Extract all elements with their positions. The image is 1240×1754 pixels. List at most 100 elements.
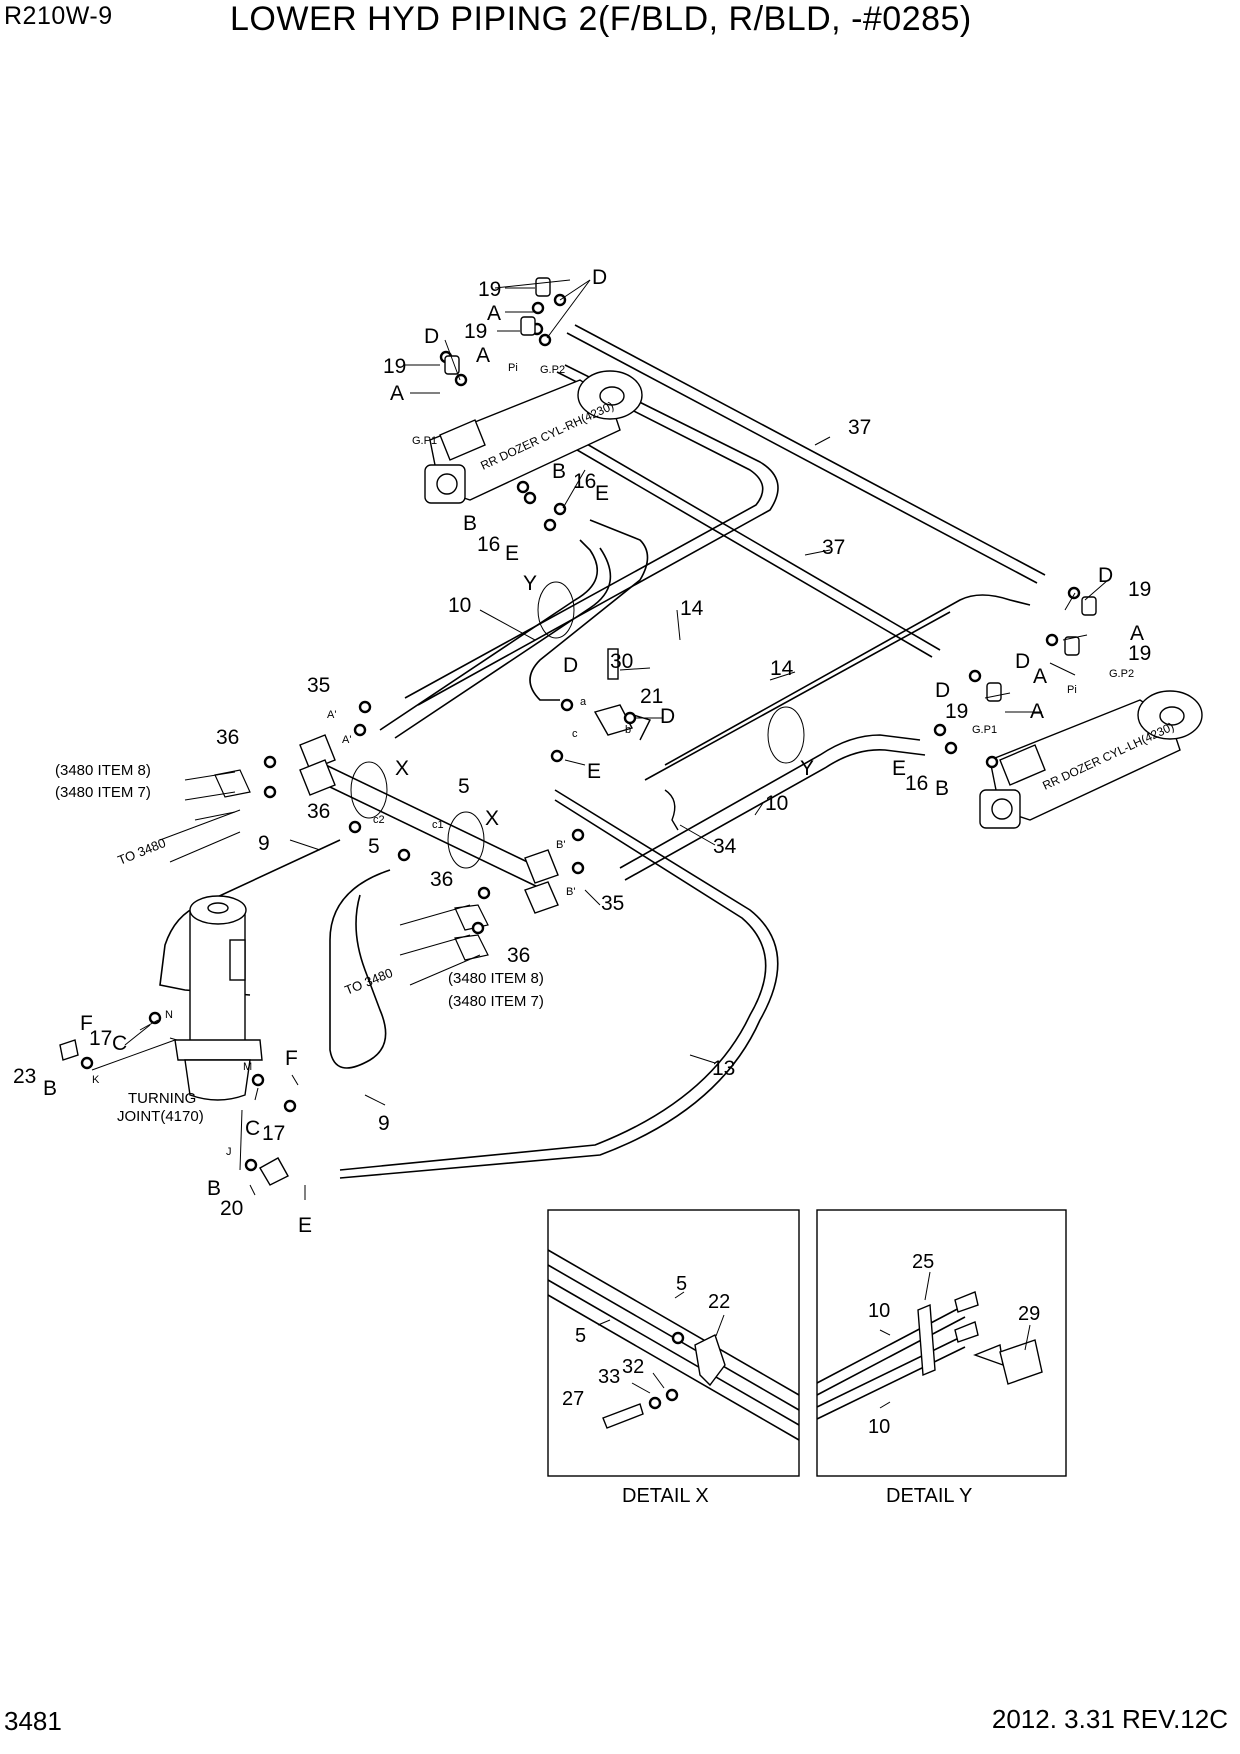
callout-23: 23	[13, 1065, 36, 1088]
callout-X: X	[485, 807, 499, 830]
ref-hoses-left	[159, 769, 251, 863]
callout-20: 20	[220, 1197, 243, 1220]
callout-B: B	[43, 1077, 57, 1100]
clamp-ellipses	[350, 581, 805, 869]
port-c1: c1	[432, 819, 444, 831]
port-b: b	[625, 724, 631, 736]
revision-date: 2012. 3.31 REV.12C	[991, 1704, 1228, 1734]
callout-Y: Y	[800, 757, 814, 780]
turning-joint-label-2: JOINT(4170)	[117, 1108, 204, 1125]
callout-10: 10	[868, 1300, 890, 1322]
detail-y-label: DETAIL Y	[886, 1485, 972, 1507]
port-B1: B'	[556, 839, 565, 851]
callout-D: D	[1098, 564, 1113, 587]
ref-item7-right: (3480 ITEM 7)	[448, 993, 544, 1010]
callout-D: D	[935, 679, 950, 702]
callout-E: E	[892, 757, 906, 780]
callout-37: 37	[822, 536, 845, 559]
model-number: R210W-9	[4, 2, 113, 30]
callout-19: 19	[464, 320, 487, 343]
port-k: K	[92, 1074, 100, 1086]
callout-19: 19	[383, 355, 406, 378]
callout-E: E	[587, 760, 601, 783]
callout-10: 10	[765, 792, 788, 815]
callout-A: A	[1030, 700, 1044, 723]
callout-D: D	[592, 266, 607, 289]
pipe-14-right	[644, 594, 1031, 781]
callout-5: 5	[458, 775, 470, 798]
callout-A: A	[1033, 665, 1047, 688]
tee-block-21	[593, 704, 651, 741]
callout-14: 14	[680, 597, 704, 620]
reference-annotations: (3480 ITEM 8) (3480 ITEM 7) TO 3480 TO 3…	[55, 762, 544, 1125]
callout-A: A	[476, 344, 490, 367]
callout-D: D	[660, 705, 675, 728]
ref-item8-right: (3480 ITEM 8)	[448, 970, 544, 987]
callout-9: 9	[378, 1112, 390, 1135]
callout-9: 9	[258, 832, 270, 855]
pipe-37-lower	[511, 404, 941, 658]
pipe-14-left	[529, 519, 649, 701]
callout-13: 13	[712, 1057, 735, 1080]
pipe-10-upper	[379, 539, 612, 739]
callout-16: 16	[477, 533, 500, 556]
turning-joint	[174, 895, 263, 1101]
port-gp2: G.P2	[1109, 668, 1134, 680]
callout-10: 10	[448, 594, 471, 617]
callout-36: 36	[430, 868, 453, 891]
callout-A: A	[487, 302, 501, 325]
pipe-13	[339, 789, 779, 1179]
port-c2: c2	[373, 814, 385, 826]
port-gp2: G.P2	[540, 364, 565, 376]
leader-lines	[91, 279, 1109, 1200]
callout-33: 33	[598, 1366, 620, 1388]
callout-X: X	[395, 757, 409, 780]
pipe-10-right	[619, 734, 926, 881]
detail-y-box: 25 10 29 10 DETAIL Y	[816, 1209, 1067, 1507]
callout-5: 5	[368, 835, 380, 858]
callout-D: D	[424, 325, 439, 348]
to-3480-left: TO 3480	[116, 835, 168, 868]
page-number: 3481	[4, 1706, 62, 1736]
port-labels: Pi G.P2 G.P1 G.P2 Pi G.P1 a b c A' A' B'…	[92, 362, 1134, 1158]
callout-36: 36	[507, 944, 530, 967]
page-title: LOWER HYD PIPING 2(F/BLD, R/BLD, -#0285)	[230, 0, 972, 38]
port-n: N	[165, 1009, 173, 1021]
callout-21: 21	[640, 685, 663, 708]
callout-16: 16	[573, 470, 596, 493]
port-a: a	[580, 696, 587, 708]
port-A1: A'	[342, 734, 351, 746]
callout-F: F	[285, 1047, 298, 1070]
ref-item7-left: (3480 ITEM 7)	[55, 784, 151, 801]
callout-35: 35	[307, 674, 330, 697]
ref-item8-left: (3480 ITEM 8)	[55, 762, 151, 779]
block-right-lower	[524, 849, 559, 914]
callout-C: C	[112, 1032, 127, 1055]
callout-17: 17	[262, 1122, 285, 1145]
callout-30: 30	[610, 650, 633, 673]
callout-D: D	[1015, 650, 1030, 673]
port-pi: Pi	[1067, 684, 1077, 696]
callout-37: 37	[848, 416, 871, 439]
pipe-37-cross	[404, 364, 779, 706]
callout-E: E	[298, 1214, 312, 1237]
callout-36: 36	[216, 726, 239, 749]
port-A1: A'	[327, 709, 336, 721]
cylinder-rh: RR DOZER CYL-RH(4230)	[424, 370, 643, 504]
to-3480-right: TO 3480	[343, 965, 395, 998]
callout-36: 36	[307, 800, 330, 823]
callout-A: A	[390, 382, 404, 405]
callout-10: 10	[868, 1416, 890, 1438]
detail-x-label: DETAIL X	[622, 1485, 709, 1507]
callout-E: E	[505, 542, 519, 565]
port-gp1: G.P1	[972, 724, 997, 736]
callout-19: 19	[1128, 578, 1151, 601]
port-j: J	[226, 1146, 232, 1158]
port-c: c	[572, 728, 578, 740]
callout-25: 25	[912, 1251, 934, 1273]
turning-joint-label-1: TURNING	[128, 1090, 196, 1107]
detail-x-box: 5 22 5 33 32 27 DETAIL X	[547, 1209, 800, 1507]
callout-14: 14	[770, 657, 794, 680]
callout-35: 35	[601, 892, 624, 915]
callout-27: 27	[562, 1388, 584, 1410]
